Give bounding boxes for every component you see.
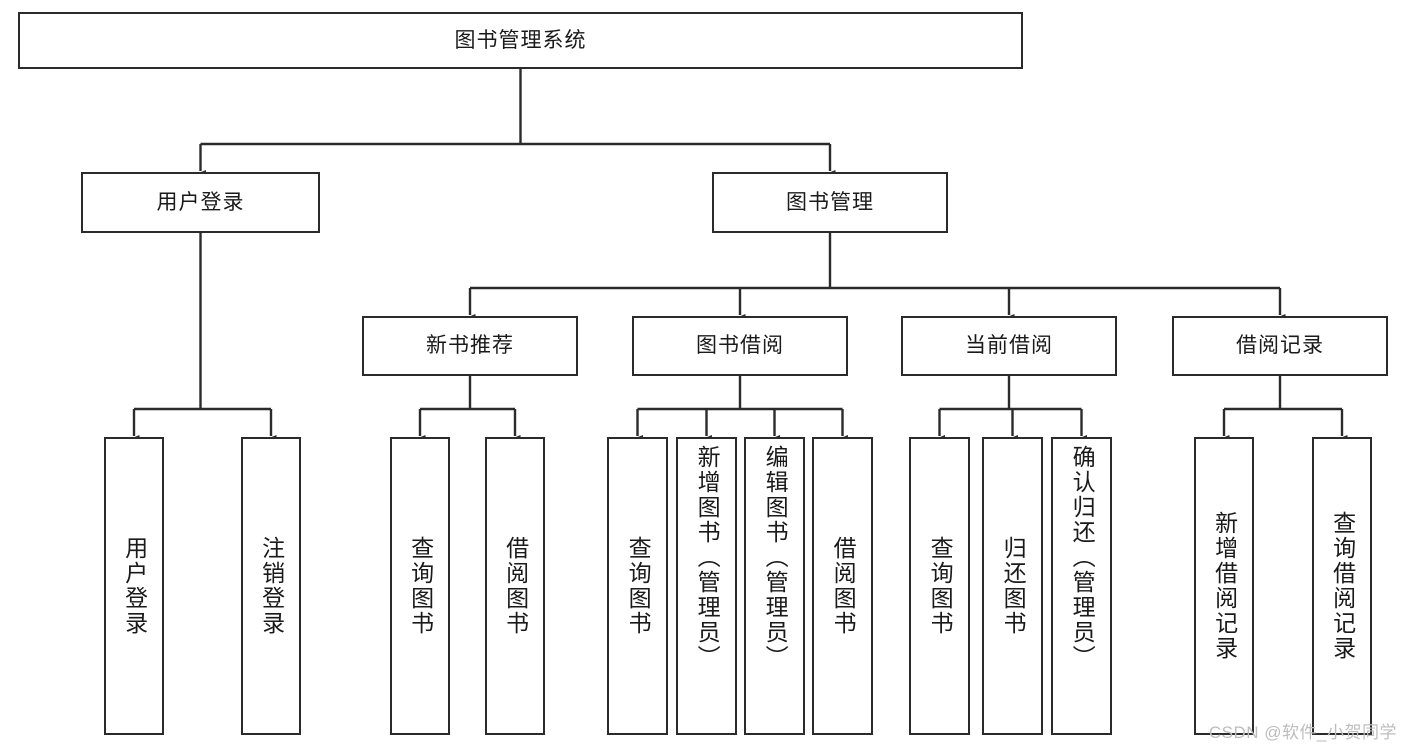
node-label: 用户登录 — [121, 536, 148, 636]
node-current-borrow[interactable]: 当前借阅 — [901, 316, 1117, 376]
node-leaf-user-login[interactable]: 用户登录 — [104, 437, 164, 735]
node-leaf-edit-book-admin[interactable]: 编辑图书（管理员） — [744, 437, 805, 735]
node-leaf-borrow-book[interactable]: 借阅图书 — [812, 437, 873, 735]
node-label: 归还图书 — [1000, 536, 1027, 636]
node-label: 借阅图书 — [830, 536, 857, 636]
node-label: 确认归还（管理员） — [1069, 445, 1096, 670]
node-book-manage[interactable]: 图书管理 — [712, 172, 948, 233]
node-label: 新书推荐 — [426, 334, 514, 358]
node-label: 查询图书 — [927, 536, 954, 636]
node-leaf-borrow-book-new[interactable]: 借阅图书 — [485, 437, 545, 735]
node-label: 查询借阅记录 — [1329, 511, 1356, 661]
node-leaf-return-book[interactable]: 归还图书 — [982, 437, 1043, 735]
node-leaf-add-borrow-record[interactable]: 新增借阅记录 — [1194, 437, 1254, 735]
node-label: 图书管理 — [786, 190, 874, 214]
node-label: 新增借阅记录 — [1211, 511, 1238, 661]
node-label: 注销登录 — [258, 536, 285, 636]
node-label: 借阅图书 — [502, 536, 529, 636]
node-leaf-add-book-admin[interactable]: 新增图书（管理员） — [676, 437, 737, 735]
node-label: 图书借阅 — [696, 334, 784, 358]
node-leaf-user-logout[interactable]: 注销登录 — [241, 437, 301, 735]
node-label: 借阅记录 — [1236, 334, 1324, 358]
node-borrow-record[interactable]: 借阅记录 — [1172, 316, 1388, 376]
node-label: 用户登录 — [156, 190, 245, 214]
node-label: 图书管理系统 — [454, 28, 587, 52]
node-leaf-query-borrow-record[interactable]: 查询借阅记录 — [1312, 437, 1372, 735]
node-label: 编辑图书（管理员） — [762, 445, 789, 670]
node-label: 查询图书 — [625, 536, 652, 636]
node-root[interactable]: 图书管理系统 — [18, 12, 1023, 69]
node-leaf-query-book-new[interactable]: 查询图书 — [390, 437, 450, 735]
node-user-login[interactable]: 用户登录 — [81, 172, 320, 233]
node-label: 查询图书 — [407, 536, 434, 636]
node-leaf-confirm-return-admin[interactable]: 确认归还（管理员） — [1051, 437, 1112, 735]
node-book-borrow[interactable]: 图书借阅 — [632, 316, 848, 376]
node-label: 新增图书（管理员） — [694, 445, 721, 670]
node-leaf-query-book-current[interactable]: 查询图书 — [909, 437, 970, 735]
node-label: 当前借阅 — [965, 334, 1053, 358]
node-new-book-rec[interactable]: 新书推荐 — [362, 316, 578, 376]
watermark-label: CSDN @软件_小贺同学 — [1208, 723, 1397, 742]
node-leaf-query-book-borrow[interactable]: 查询图书 — [607, 437, 668, 735]
